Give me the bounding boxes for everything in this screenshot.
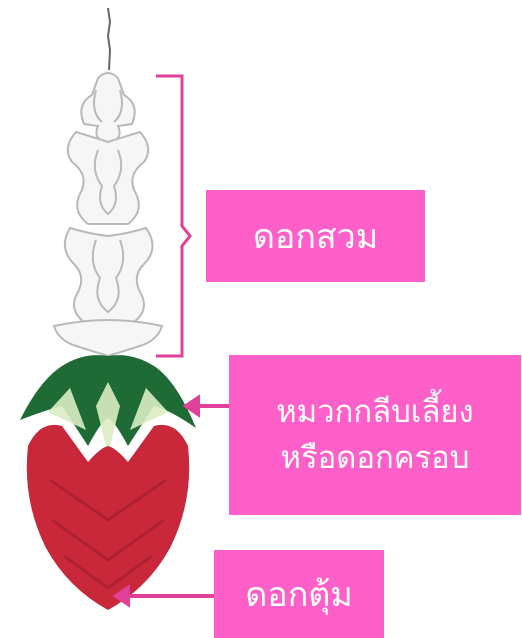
label-dok-suam-text: ดอกสวม [252, 217, 379, 257]
red-bud [26, 424, 190, 610]
label-dok-tum-text: ดอกตุ้ม [245, 575, 353, 615]
calyx-leaves [20, 355, 196, 454]
bud-texture [49, 478, 167, 590]
label-mouak-klib-line-2: หรือดอกครอบ [280, 440, 470, 476]
label-dok-suam: ดอกสวม [206, 190, 425, 282]
garland-string [106, 7, 112, 71]
label-mouak-klib: หมวกกลีบเลี้ยง หรือดอกครอบ [229, 355, 521, 515]
label-mouak-klib-line-1: หมวกกลีบเลี้ยง [276, 393, 474, 430]
bracket [156, 74, 192, 358]
label-dok-tum: ดอกตุ้ม [214, 550, 384, 638]
pointer-arrows [112, 394, 229, 608]
jasmine-stack [52, 72, 164, 358]
